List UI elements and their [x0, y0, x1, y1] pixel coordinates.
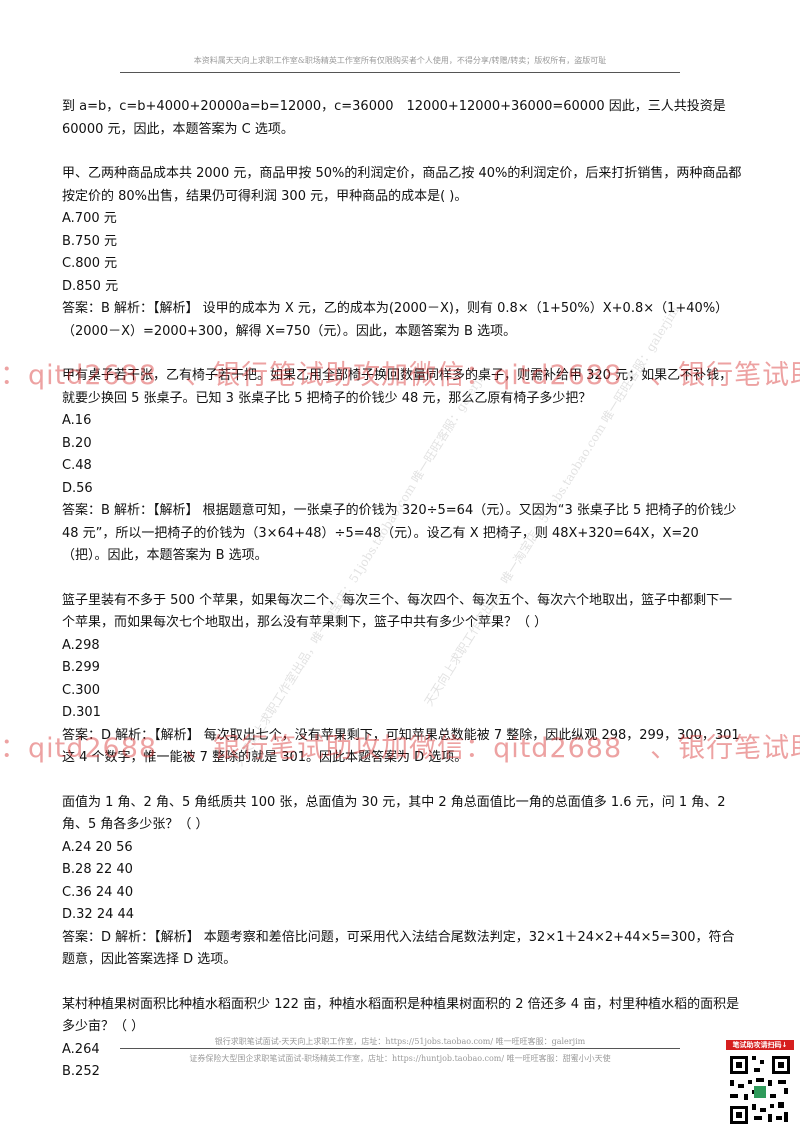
- q3-option-c: C.300: [62, 682, 101, 698]
- qr-code-block: 笔试助攻请扫码↓: [726, 1040, 794, 1128]
- question-1-stem: 甲、乙两种商品成本共 2000 元，商品甲按 50%的利润定价，商品乙按 40%…: [62, 166, 742, 204]
- q4-option-b: B.28 22 40: [62, 862, 133, 877]
- q2-answer: 答案：B 解析：【解析】 根据题意可知，一张桌子的价钱为 320÷5=64（元）…: [62, 503, 737, 563]
- question-3-stem: 篮子里装有不多于 500 个苹果，如果每次二个、每次三个、每次四个、每次五个、每…: [62, 592, 733, 631]
- footer-line-2: 证券保险大型国企求职笔试面试-职场精英工作室，店址：https://huntjo…: [189, 1054, 611, 1063]
- question-4-stem: 面值为 1 角、2 角、5 角纸质共 100 张，总面值为 30 元，其中 2 …: [62, 794, 726, 833]
- question-5-stem: 某村种植果树面积比种植水稻面积少 122 亩，种植水稻面积是种植果树面积的 2 …: [62, 996, 740, 1035]
- q2-option-a: A.16: [62, 413, 92, 428]
- q4-answer: 答案：D 解析：【解析】 本题考察和差倍比问题，可采用代入法结合尾数法判定，32…: [62, 929, 735, 968]
- q5-option-a: A.264: [62, 1041, 100, 1057]
- q3-option-a: A.298: [62, 637, 100, 653]
- q2-option-d: D.56: [62, 480, 93, 496]
- q2-option-c: C.48: [62, 458, 92, 473]
- footer-line-1: 银行求职笔试面试-天天向上求职工作室，店址：https://51jobs.tao…: [214, 1037, 586, 1046]
- q4-option-a: A.24 20 56: [62, 839, 133, 855]
- q1-option-a: A.700 元: [62, 211, 117, 226]
- qr-label: 笔试助攻请扫码↓: [726, 1040, 794, 1050]
- previous-solution-tail: 到 a=b，c=b+4000+20000a=b=12000，c=36000 12…: [62, 99, 726, 137]
- q2-option-b: B.20: [62, 435, 92, 451]
- q1-option-d: D.850 元: [62, 278, 119, 294]
- q4-option-d: D.32 24 44: [62, 907, 135, 922]
- q3-answer: 答案：D 解析：【解析】 每次取出七个，没有苹果剩下，可知苹果总数能被 7 整除…: [62, 727, 740, 766]
- document-body: 到 a=b，c=b+4000+20000a=b=12000，c=36000 12…: [62, 96, 742, 1084]
- q4-option-c: C.36 24 40: [62, 884, 134, 900]
- q1-option-c: C.800 元: [62, 256, 118, 271]
- page-header: 本资料属天天向上求职工作室&职场精英工作室所有仅限购买者个人使用，不得分享/转赠…: [193, 56, 607, 65]
- q3-option-b: B.299: [62, 660, 100, 675]
- q1-answer: 答案：B 解析：【解析】 设甲的成本为 X 元，乙的成本为(2000－X)，则有…: [62, 301, 729, 339]
- footer-divider: [120, 1048, 680, 1049]
- qr-code-icon: [726, 1050, 794, 1128]
- header-divider: [120, 72, 680, 73]
- q3-option-d: D.301: [62, 705, 101, 720]
- q1-option-b: B.750 元: [62, 233, 117, 249]
- question-2-stem: 甲有桌子若干张，乙有椅子若干把。如果乙用全部椅子换回数量同样多的桌子，则需补给甲…: [62, 368, 733, 406]
- q5-option-b: B.252: [62, 1064, 100, 1079]
